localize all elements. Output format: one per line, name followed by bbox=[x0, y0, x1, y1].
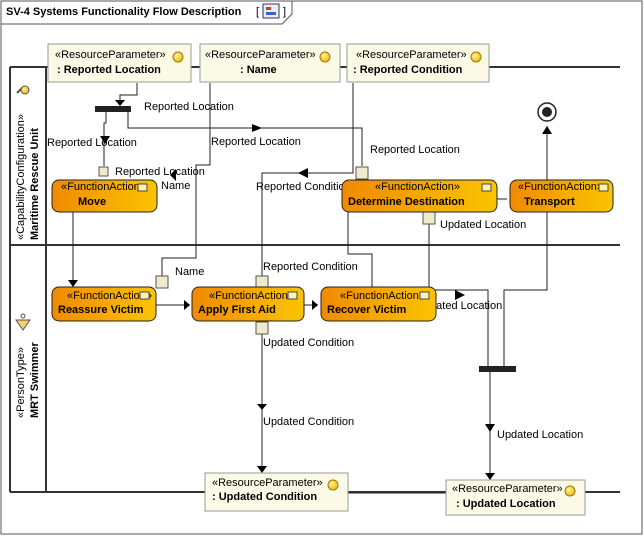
action-stereotype: «FunctionAction» bbox=[340, 290, 425, 302]
action-recover-victim[interactable]: «FunctionAction» Recover Victim bbox=[320, 286, 437, 322]
action-label: Reassure Victim bbox=[58, 304, 144, 316]
action-icon bbox=[139, 291, 150, 300]
resource-icon bbox=[172, 51, 184, 63]
flow-label-reported-location: Reported Location bbox=[211, 136, 301, 148]
action-icon bbox=[287, 291, 298, 300]
param-name: : Reported Location bbox=[57, 64, 161, 76]
pin[interactable] bbox=[98, 166, 109, 177]
action-icon bbox=[137, 183, 148, 192]
param-updated-condition[interactable]: «ResourceParameter» : Updated Condition bbox=[204, 472, 349, 512]
activity-final-node[interactable] bbox=[537, 102, 557, 122]
action-stereotype: «FunctionAction» bbox=[67, 290, 152, 302]
flow-label-reported-condition: Reported Condition bbox=[256, 181, 351, 193]
lane-stereotype: «CapabilityConfiguration» bbox=[15, 114, 27, 240]
fork-bar[interactable] bbox=[95, 106, 131, 112]
param-reported-location[interactable]: «ResourceParameter» : Reported Location bbox=[47, 43, 192, 83]
param-stereotype: «ResourceParameter» bbox=[356, 49, 467, 61]
action-transport[interactable]: «FunctionAction» Transport bbox=[509, 179, 614, 213]
param-stereotype: «ResourceParameter» bbox=[55, 49, 166, 61]
action-label: Transport bbox=[524, 196, 575, 208]
action-stereotype: «FunctionAction» bbox=[518, 181, 603, 193]
resource-icon bbox=[564, 485, 576, 497]
action-determine-destination[interactable]: «FunctionAction» Determine Destination bbox=[341, 179, 498, 213]
lane-name: MRT Swimmer bbox=[29, 341, 41, 418]
action-label: Recover Victim bbox=[327, 304, 407, 316]
action-stereotype: «FunctionAction» bbox=[61, 181, 146, 193]
join-bar[interactable] bbox=[479, 366, 516, 372]
flow-label-updated-location: Updated Location bbox=[416, 300, 502, 312]
action-stereotype: «FunctionAction» bbox=[375, 181, 460, 193]
flow-label-reported-location: Reported Location bbox=[47, 137, 137, 149]
flow-label-reported-condition: Reported Condition bbox=[263, 261, 358, 273]
param-stereotype: «ResourceParameter» bbox=[205, 49, 316, 61]
diagram-title: SV-4 Systems Functionality Flow Descript… bbox=[6, 6, 242, 18]
flow-label-reported-location: Reported Location bbox=[115, 166, 205, 178]
param-updated-location[interactable]: «ResourceParameter» : Updated Location bbox=[445, 479, 586, 516]
lane-name: Maritime Rescue Unit bbox=[29, 128, 41, 240]
title-bracket-close: ] bbox=[283, 6, 286, 18]
action-icon bbox=[598, 183, 609, 192]
flow-label-name: Name bbox=[175, 266, 204, 278]
resource-icon bbox=[319, 51, 331, 63]
param-name: : Updated Location bbox=[456, 498, 556, 510]
person-icon bbox=[15, 313, 31, 331]
param-name[interactable]: «ResourceParameter» : Name bbox=[199, 43, 341, 83]
flow-label-reported-location: Reported Location bbox=[144, 101, 234, 113]
param-name: : Reported Condition bbox=[353, 64, 463, 76]
param-name: : Name bbox=[240, 64, 277, 76]
lane-header-maritime-rescue-unit[interactable]: «CapabilityConfiguration» Maritime Rescu… bbox=[15, 85, 41, 240]
action-label: Move bbox=[78, 196, 106, 208]
lane-header-mrt-swimmer[interactable]: «PersonType» MRT Swimmer bbox=[15, 313, 41, 418]
action-label: Apply First Aid bbox=[198, 304, 276, 316]
param-name: : Updated Condition bbox=[212, 491, 317, 503]
action-icon bbox=[419, 291, 430, 300]
action-icon bbox=[481, 183, 492, 192]
lane-stereotype: «PersonType» bbox=[15, 347, 27, 418]
flow-labels: Reported Location Reported Location Repo… bbox=[47, 101, 583, 441]
flow-label-updated-location: Updated Location bbox=[497, 429, 583, 441]
title-bracket-open: [ bbox=[256, 6, 259, 18]
pin[interactable] bbox=[255, 321, 269, 335]
action-stereotype: «FunctionAction» bbox=[209, 290, 294, 302]
action-reassure-victim[interactable]: «FunctionAction» Reassure Victim bbox=[51, 286, 157, 322]
diagram-type-icon bbox=[262, 3, 280, 19]
pin[interactable] bbox=[255, 275, 269, 289]
flow-label-updated-location: Updated Location bbox=[440, 219, 526, 231]
resource-icon bbox=[470, 51, 482, 63]
action-move[interactable]: «FunctionAction» Move bbox=[51, 179, 158, 213]
param-stereotype: «ResourceParameter» bbox=[212, 477, 323, 489]
pin[interactable] bbox=[155, 275, 169, 289]
flow-label-updated-condition: Updated Condition bbox=[263, 337, 354, 349]
param-reported-condition[interactable]: «ResourceParameter» : Reported Condition bbox=[346, 43, 490, 83]
capability-icon bbox=[16, 85, 30, 95]
pin[interactable] bbox=[355, 166, 369, 180]
flow-label-reported-location: Reported Location bbox=[370, 144, 460, 156]
frame-title-tab bbox=[0, 0, 293, 25]
pins bbox=[98, 166, 436, 335]
flow-label-updated-condition: Updated Condition bbox=[263, 416, 354, 428]
resource-icon bbox=[327, 479, 339, 491]
flow-arrowheads bbox=[68, 100, 552, 480]
pin[interactable] bbox=[422, 211, 436, 225]
action-apply-first-aid[interactable]: «FunctionAction» Apply First Aid bbox=[191, 286, 305, 322]
flow-label-name: Name bbox=[161, 180, 190, 192]
action-label: Determine Destination bbox=[348, 196, 465, 208]
param-stereotype: «ResourceParameter» bbox=[452, 483, 563, 495]
